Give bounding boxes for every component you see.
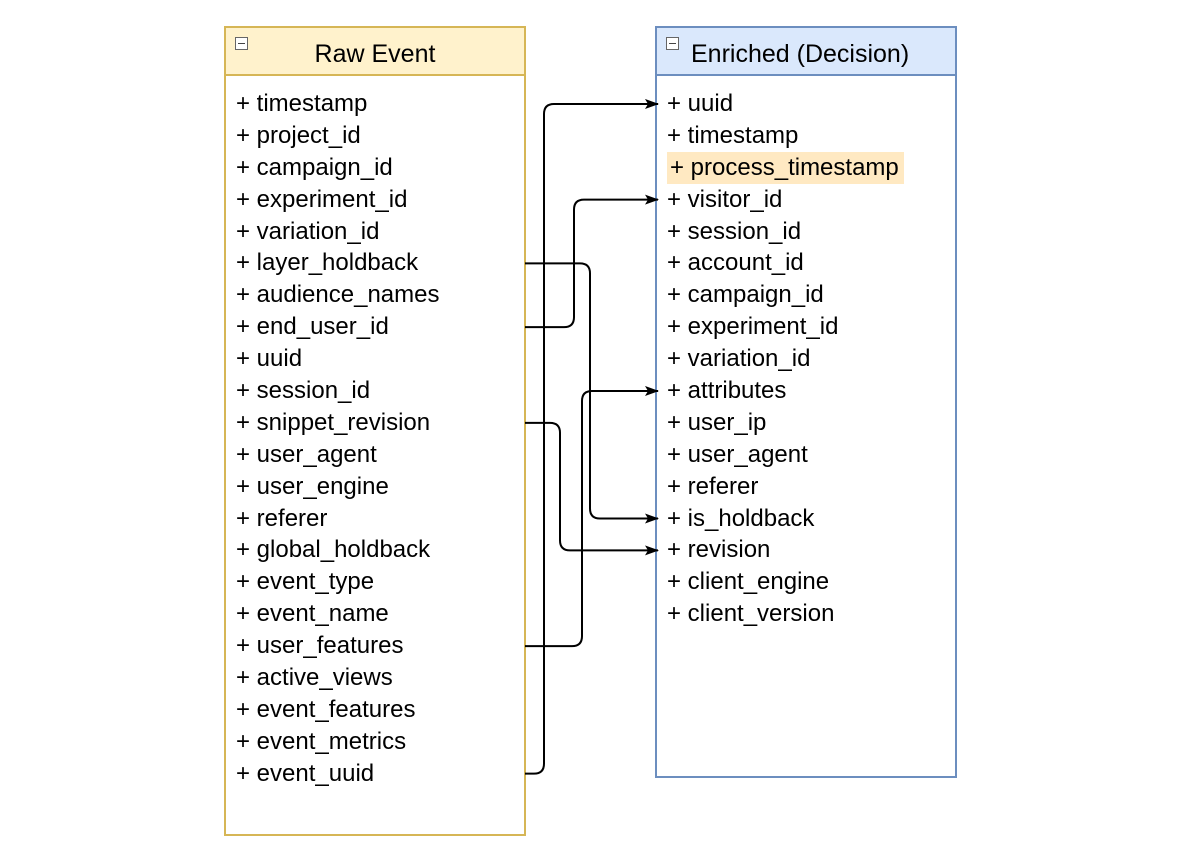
raw-field-label: + timestamp: [236, 90, 368, 117]
raw-field-label: + event_metrics: [236, 727, 407, 755]
raw-field-experiment-id: + experiment_id: [236, 184, 524, 216]
enriched-field-is-holdback: + is_holdback: [667, 503, 955, 535]
raw-field-label: + campaign_id: [236, 153, 393, 181]
raw-field-label: + project_id: [236, 121, 361, 149]
raw-field-label: + user_agent: [236, 440, 377, 468]
enriched-field-label: + session_id: [667, 217, 802, 245]
raw-field-end-user-id: + end_user_id: [236, 311, 524, 343]
raw-field-layer-holdback: + layer_holdback: [236, 247, 524, 279]
connector-snippet-revision-to-revision: [525, 421, 659, 556]
enriched-field-label: + attributes: [667, 377, 787, 405]
raw-field-audience-names: + audience_names: [236, 279, 524, 311]
raw-field-active-views: + active_views: [236, 662, 524, 694]
raw-field-variation-id: + variation_id: [236, 216, 524, 248]
raw-field-label: + event_features: [236, 695, 416, 723]
raw-field-label: + user_engine: [236, 472, 389, 500]
raw-field-event-type: + event_type: [236, 566, 524, 598]
raw-field-label: + event_name: [236, 600, 389, 628]
raw-field-user-features: + user_features: [236, 630, 524, 662]
enriched-field-user-agent: + user_agent: [667, 439, 955, 471]
raw-field-label: + session_id: [236, 377, 371, 405]
raw-event-field-list: + timestamp + project_id + campaign_id + ex…: [226, 76, 524, 790]
enriched-decision-header: Enriched (Decision): [657, 28, 955, 76]
enriched-decision-title: Enriched (Decision): [691, 39, 910, 68]
raw-field-label: + referer: [236, 504, 328, 532]
enriched-field-user-ip: + user_ip: [667, 407, 955, 439]
raw-event-title: Raw Event: [314, 39, 436, 68]
enriched-field-timestamp: + timestamp: [667, 120, 955, 152]
collapse-minus-icon[interactable]: [666, 37, 679, 50]
raw-field-label: + end_user_id: [236, 313, 389, 341]
raw-field-label: + global_holdback: [236, 536, 431, 564]
raw-event-header: Raw Event: [226, 28, 524, 76]
enriched-field-label: + timestamp: [667, 121, 799, 149]
raw-field-label: + active_views: [236, 664, 393, 692]
enriched-field-revision: + revision: [667, 534, 955, 566]
enriched-field-experiment-id: + experiment_id: [667, 311, 955, 343]
raw-field-label: + audience_names: [236, 281, 440, 309]
enriched-field-variation-id: + variation_id: [667, 343, 955, 375]
enriched-field-label: + account_id: [667, 249, 804, 277]
raw-field-label: + uuid: [236, 345, 303, 373]
enriched-field-session-id: + session_id: [667, 216, 955, 248]
raw-field-project-id: + project_id: [236, 120, 524, 152]
connector-user-features-to-attributes: [525, 385, 659, 648]
raw-event-entity: Raw Event + timestamp + project_id + campa…: [224, 26, 526, 836]
raw-field-event-uuid: + event_uuid: [236, 758, 524, 790]
enriched-decision-entity: Enriched (Decision) + uuid + timestamp+ p…: [655, 26, 957, 778]
enriched-field-label: + visitor_id: [667, 185, 783, 213]
enriched-field-label: + uuid: [667, 90, 734, 117]
enriched-field-label: + client_version: [667, 600, 835, 628]
raw-field-label: + variation_id: [236, 217, 380, 245]
enriched-decision-field-list: + uuid + timestamp+ process_timestamp+ vi…: [657, 76, 955, 630]
connector-end-user-id-to-visitor-id: [525, 194, 659, 329]
enriched-field-label: + campaign_id: [667, 281, 824, 309]
raw-field-event-features: + event_features: [236, 694, 524, 726]
raw-field-user-agent: + user_agent: [236, 439, 524, 471]
raw-field-referer: + referer: [236, 503, 524, 535]
enriched-field-label: + is_holdback: [667, 504, 815, 532]
enriched-field-attributes: + attributes: [667, 375, 955, 407]
connector-layer-holdback-to-is-holdback: [525, 262, 659, 524]
connector-event-uuid-to-uuid: [525, 98, 659, 775]
enriched-field-client-engine: + client_engine: [667, 566, 955, 598]
enriched-field-label: + user_ip: [667, 408, 767, 436]
raw-field-snippet-revision: + snippet_revision: [236, 407, 524, 439]
enriched-field-label: + variation_id: [667, 345, 811, 373]
enriched-field-label: + user_agent: [667, 440, 808, 468]
raw-field-event-metrics: + event_metrics: [236, 726, 524, 758]
enriched-field-visitor-id: + visitor_id: [667, 184, 955, 216]
enriched-field-label: + referer: [667, 472, 759, 500]
enriched-field-process-timestamp: + process_timestamp: [667, 151, 955, 184]
enriched-field-campaign-id: + campaign_id: [667, 279, 955, 311]
enriched-field-label: + process_timestamp: [667, 151, 904, 184]
raw-field-timestamp: + timestamp: [236, 88, 524, 120]
enriched-field-account-id: + account_id: [667, 247, 955, 279]
enriched-field-label: + client_engine: [667, 568, 830, 596]
enriched-field-label: + experiment_id: [667, 313, 839, 341]
raw-field-label: + event_uuid: [236, 759, 375, 787]
raw-field-event-name: + event_name: [236, 598, 524, 630]
raw-field-user-engine: + user_engine: [236, 471, 524, 503]
enriched-field-client-version: + client_version: [667, 598, 955, 630]
enriched-field-referer: + referer: [667, 471, 955, 503]
raw-field-label: + layer_holdback: [236, 249, 419, 277]
raw-field-session-id: + session_id: [236, 375, 524, 407]
raw-field-global-holdback: + global_holdback: [236, 534, 524, 566]
enriched-field-label: + revision: [667, 536, 771, 564]
raw-field-uuid: + uuid: [236, 343, 524, 375]
raw-field-label: + snippet_revision: [236, 408, 431, 436]
raw-field-campaign-id: + campaign_id: [236, 152, 524, 184]
enriched-field-uuid: + uuid: [667, 88, 955, 120]
raw-field-label: + user_features: [236, 632, 404, 660]
collapse-minus-icon[interactable]: [235, 37, 248, 50]
raw-field-label: + experiment_id: [236, 185, 408, 213]
raw-field-label: + event_type: [236, 568, 375, 596]
